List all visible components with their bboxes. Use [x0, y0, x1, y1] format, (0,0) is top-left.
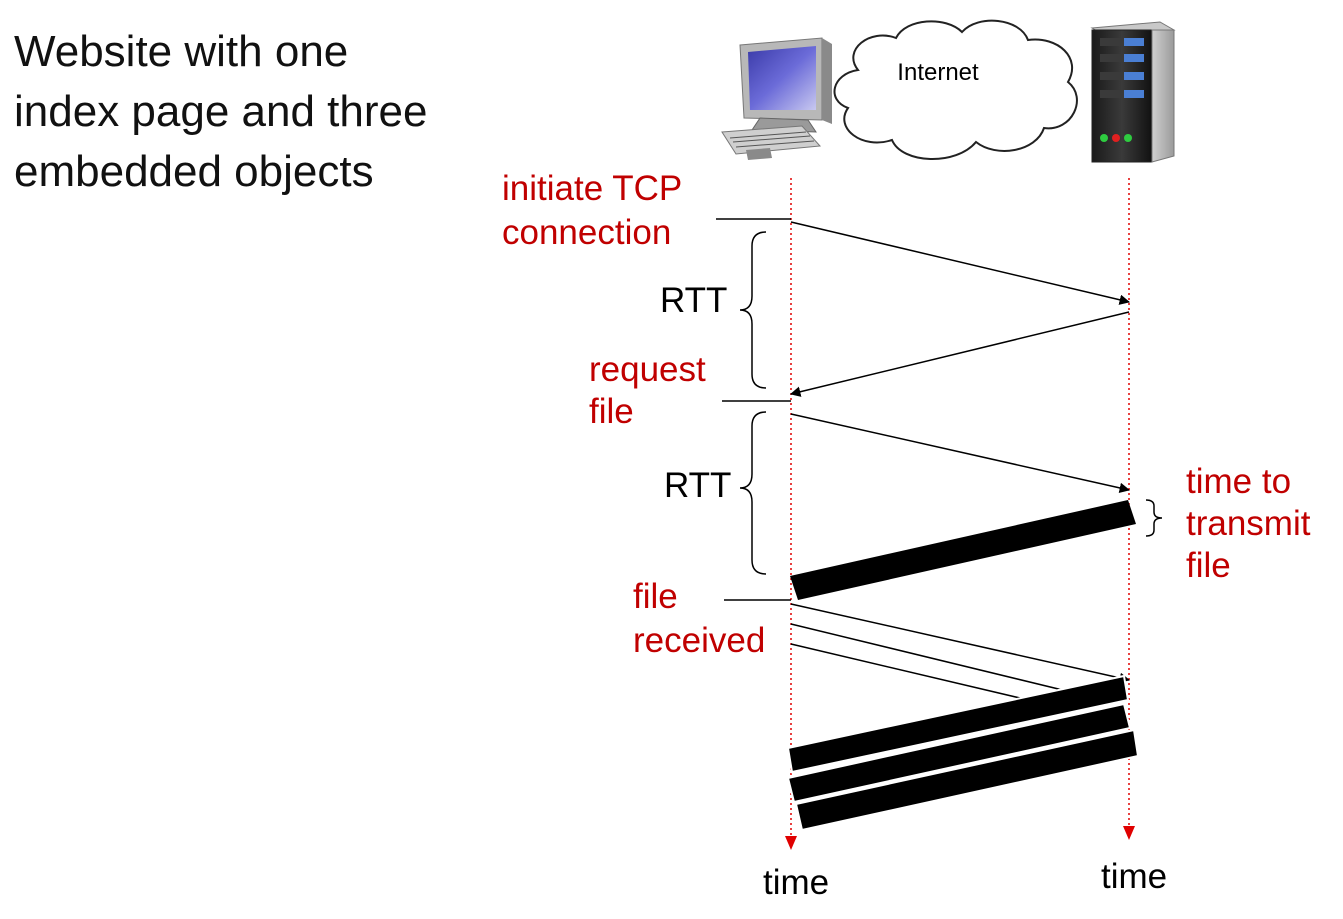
object-request-line-2 — [790, 623, 1113, 703]
request-file-label-line-1: request — [589, 350, 706, 389]
server-time-label: time — [1101, 857, 1167, 896]
title-line-1: Website with one — [14, 27, 349, 76]
initiate-tcp-label-line-1: initiate TCP — [502, 169, 682, 208]
rtt-brace-1 — [739, 231, 767, 389]
object-transfer-bar-3 — [794, 728, 1140, 832]
transmit-label-line-1: time to — [1186, 462, 1291, 501]
request-file-label-line-2: file — [589, 392, 634, 431]
file-transfer-bar — [790, 500, 1136, 600]
page-title: Website with one index page and three em… — [14, 22, 534, 202]
syn-arrow — [790, 221, 1131, 305]
client-time-label: time — [763, 863, 829, 902]
object-transfer-bar-1 — [786, 674, 1130, 774]
title-line-3: embedded objects — [14, 147, 374, 196]
object-request-arrow-1 — [790, 603, 1131, 684]
object-request-line-3 — [790, 643, 1021, 699]
synack-arrow — [789, 311, 1130, 397]
object-transfer-bar-2 — [786, 702, 1132, 804]
transmit-label-line-3: file — [1186, 546, 1231, 585]
rtt-label-1: RTT — [660, 281, 727, 320]
transmit-label-line-2: transmit — [1186, 504, 1311, 543]
rtt-label-2: RTT — [664, 466, 731, 505]
file-received-label-line-1: file — [633, 577, 678, 616]
rtt-brace-2 — [739, 411, 767, 575]
internet-label: Internet — [897, 59, 979, 86]
transmit-brace — [1145, 499, 1163, 537]
server-icon — [1090, 21, 1176, 163]
server-timeline — [1123, 178, 1135, 840]
request-arrow — [790, 413, 1131, 494]
cloud-icon: Internet — [833, 19, 1078, 160]
client-timeline — [785, 178, 797, 850]
initiate-tcp-label-line-2: connection — [502, 213, 671, 252]
file-received-label-line-2: received — [633, 621, 765, 660]
title-line-2: index page and three — [14, 87, 428, 136]
client-computer-icon — [721, 37, 832, 160]
